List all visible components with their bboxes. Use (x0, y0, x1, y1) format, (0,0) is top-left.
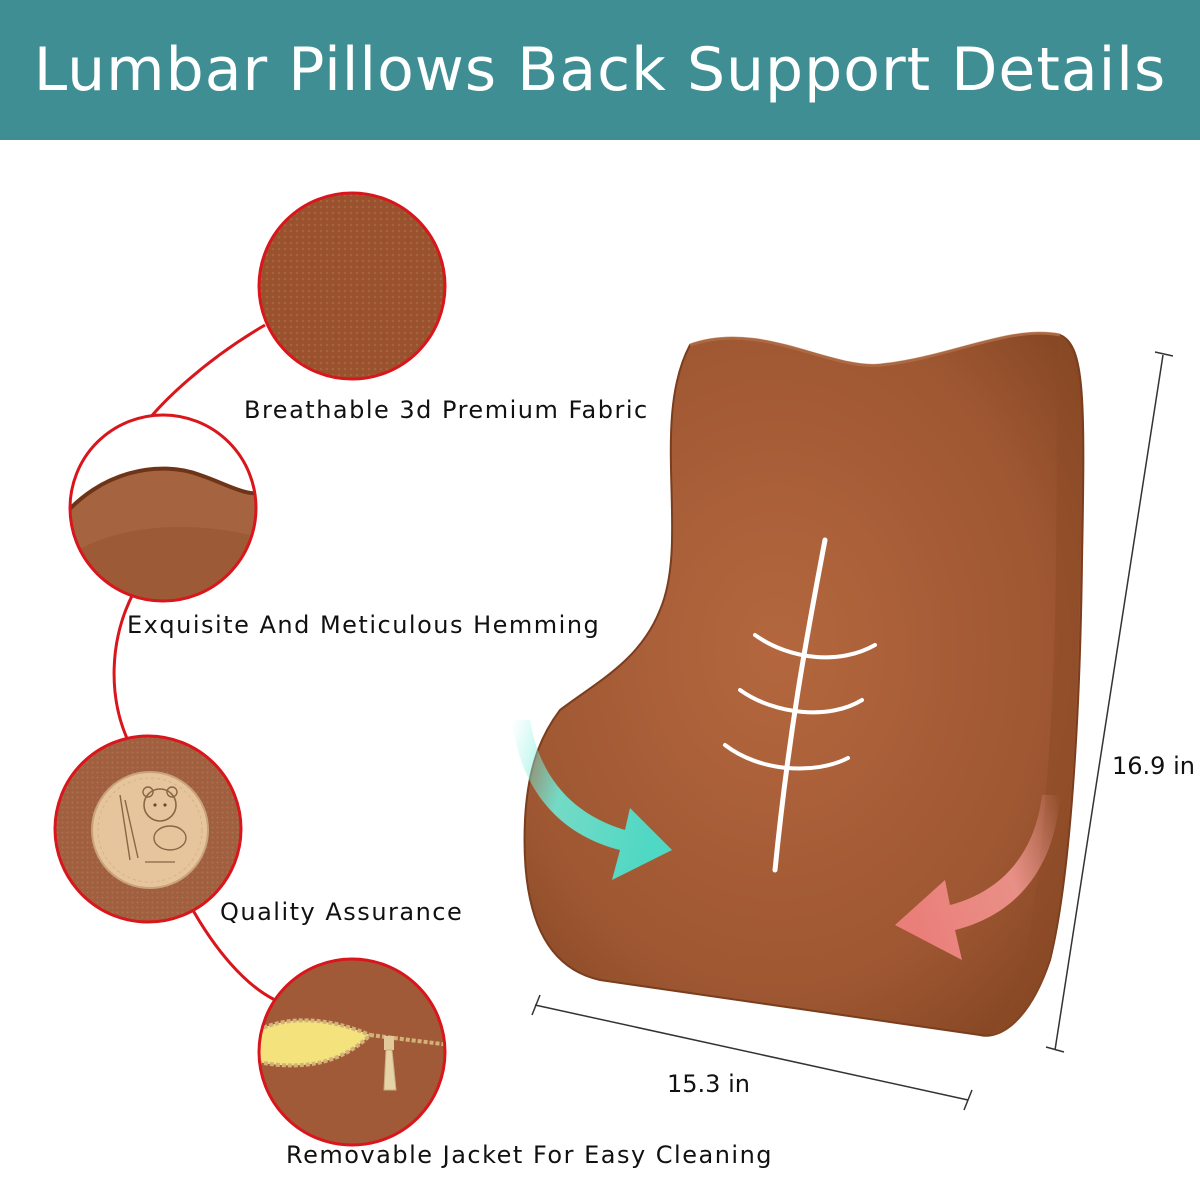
feature-label-removable-jacket: Removable Jacket For Easy Cleaning (286, 1141, 774, 1169)
page-title: Lumbar Pillows Back Support Details (33, 35, 1167, 105)
width-dimension-line (531, 994, 973, 1111)
zipper-foam-icon (257, 957, 447, 1147)
width-dimension-label: 15.3 in (667, 1070, 750, 1098)
hemming-edge-icon (68, 413, 258, 603)
height-dimension-line (1045, 351, 1174, 1053)
feature-label-fabric: Breathable 3d Premium Fabric (244, 396, 649, 424)
airflow-arrow-cool-icon (512, 720, 672, 880)
title-banner: Lumbar Pillows Back Support Details (0, 0, 1200, 140)
fabric-texture-icon (257, 191, 447, 381)
height-dimension-label: 16.9 in (1112, 752, 1195, 780)
lumbar-pillow-image (523, 331, 1085, 1037)
feature-label-quality: Quality Assurance (220, 898, 464, 926)
airflow-arrow-warm-icon (895, 795, 1060, 960)
feature-label-hemming: Exquisite And Meticulous Hemming (127, 611, 601, 639)
bear-logo-patch-icon (53, 734, 243, 924)
